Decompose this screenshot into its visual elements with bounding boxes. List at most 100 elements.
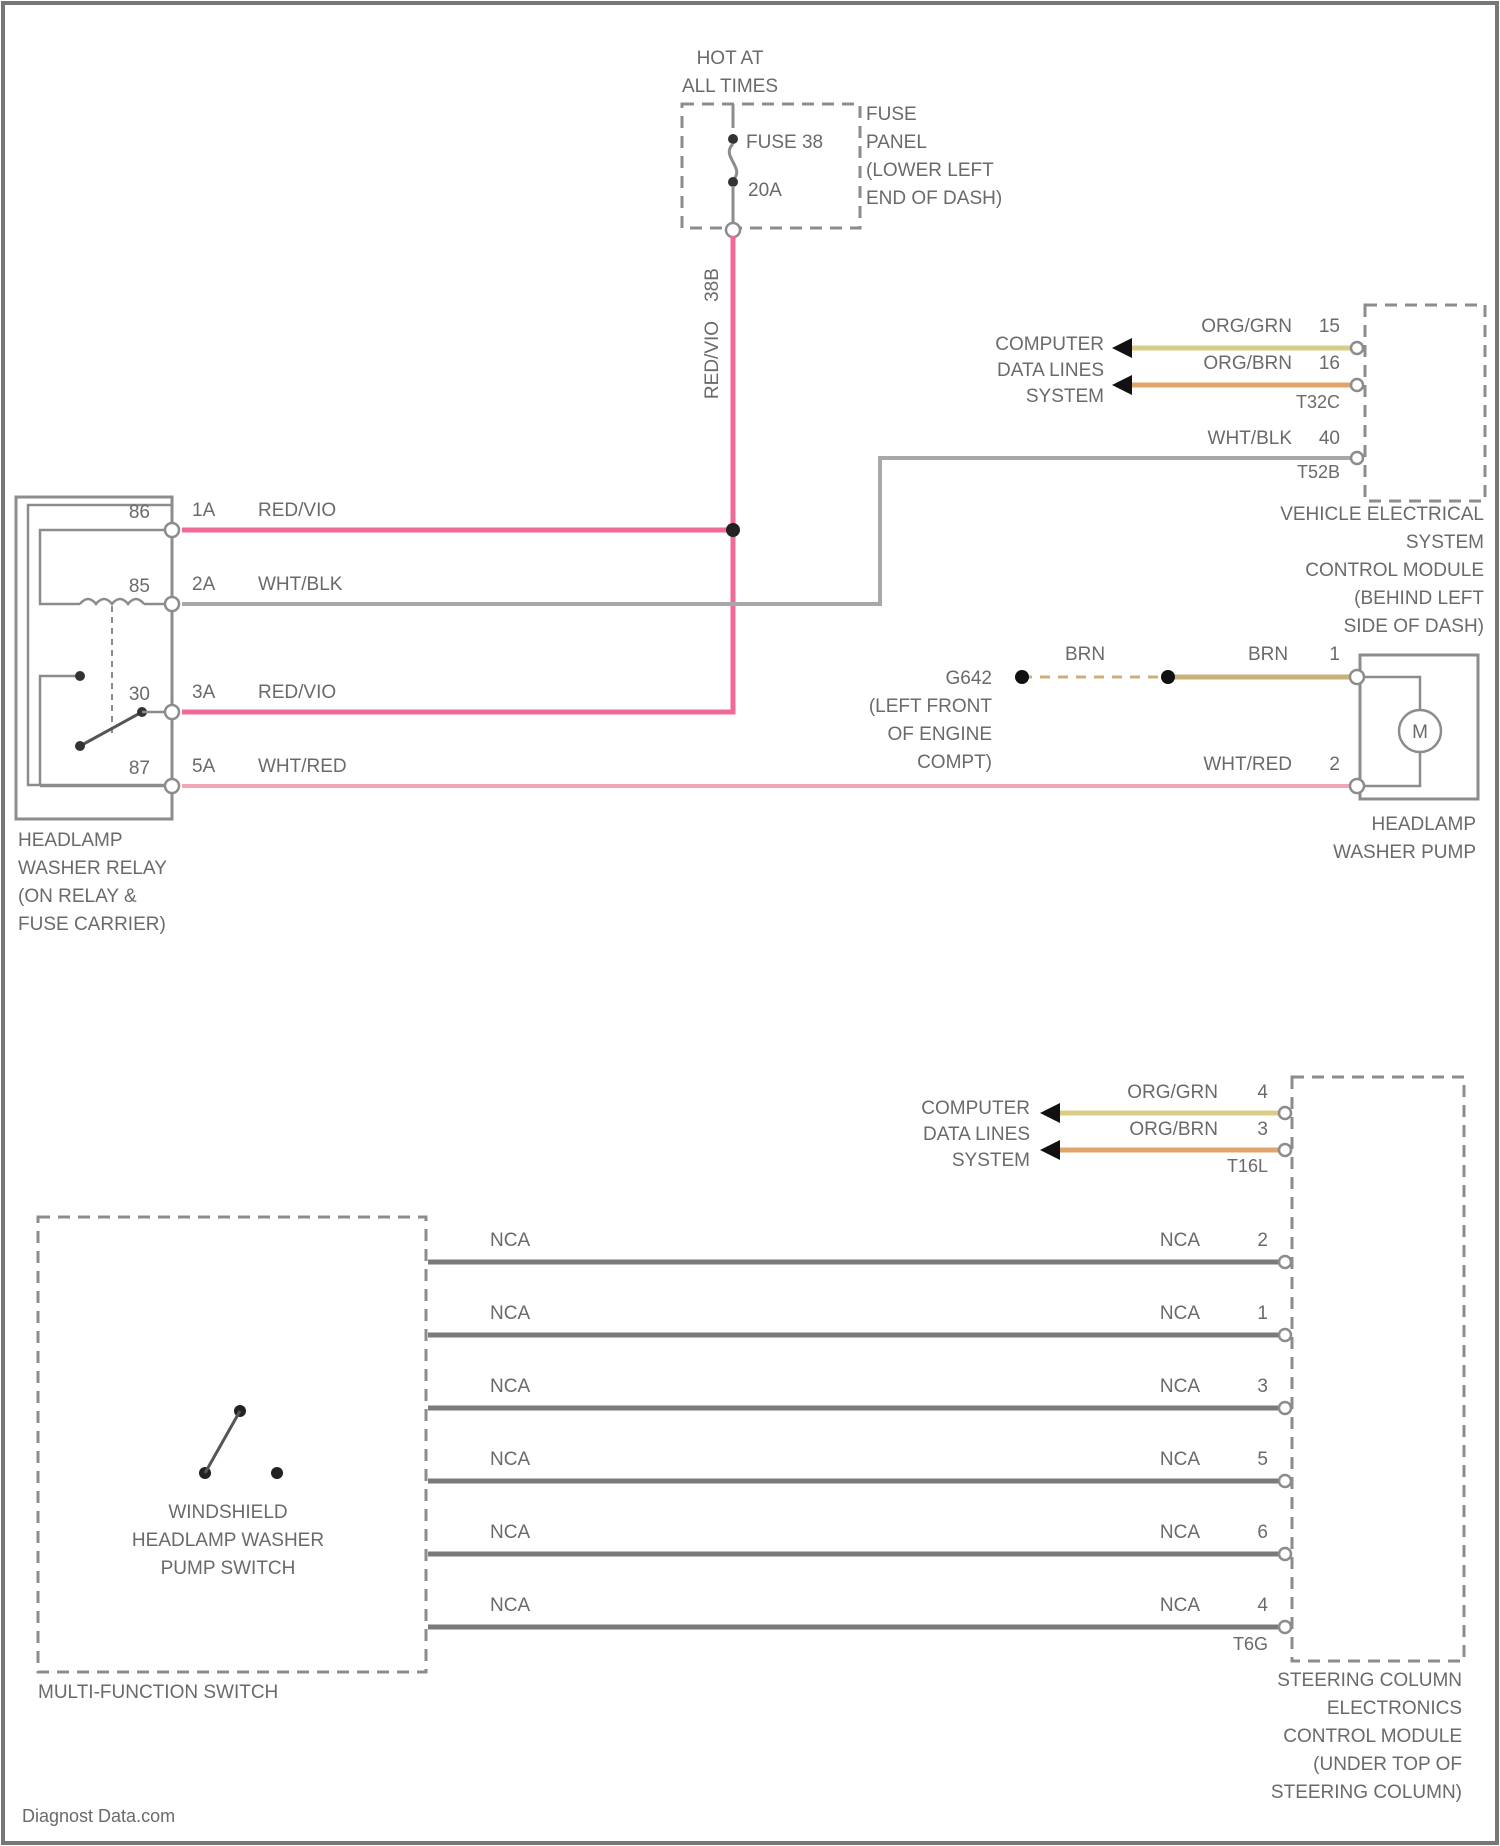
wire-color-label: NCA bbox=[490, 1595, 530, 1616]
wire-color-label: NCA bbox=[490, 1376, 530, 1397]
pump-label-1: HEADLAMP bbox=[1371, 814, 1476, 835]
relay-label-1: HEADLAMP bbox=[18, 830, 123, 851]
wire-pin-label: 5 bbox=[1257, 1449, 1268, 1470]
wire-color-label: WHT/RED bbox=[258, 756, 347, 777]
fuse-panel-label-4: END OF DASH) bbox=[866, 188, 1002, 209]
splice-dot bbox=[1161, 670, 1175, 684]
wire-color-label: BRN bbox=[1248, 644, 1288, 665]
wire-pin-label: 3 bbox=[1257, 1119, 1268, 1140]
fuse-pin-label: 38B bbox=[702, 268, 723, 302]
relay-pin-87: 87 bbox=[129, 758, 150, 779]
relay-inner-box bbox=[28, 505, 172, 785]
nca-wire-row: NCA NCA 6 bbox=[428, 1522, 1291, 1560]
data-lines-label-2: DATA LINES bbox=[923, 1124, 1030, 1145]
headlamp-washer-relay: 86 85 30 87 1A RED/VIO 2A WHT/BLK 3A RED… bbox=[16, 497, 347, 935]
wire-pin-label: 4 bbox=[1257, 1595, 1268, 1616]
wire-color-label: WHT/BLK bbox=[258, 574, 343, 595]
nca-wire-row: NCA NCA 4 bbox=[428, 1595, 1291, 1633]
wire-pin-label: 5A bbox=[192, 756, 216, 777]
vecm-label-5: SIDE OF DASH) bbox=[1344, 616, 1484, 637]
arrow-icon bbox=[1112, 338, 1132, 358]
arrow-icon bbox=[1040, 1103, 1060, 1123]
wire-pin-label: 2A bbox=[192, 574, 216, 595]
vecm-label-3: CONTROL MODULE bbox=[1305, 560, 1484, 581]
sccm-label-1: STEERING COLUMN bbox=[1277, 1670, 1462, 1691]
nca-wire-row: NCA NCA 5 bbox=[428, 1449, 1291, 1487]
fuse-rating: 20A bbox=[748, 180, 782, 201]
wire-color-label: RED/VIO bbox=[258, 682, 336, 703]
arrow-icon bbox=[1112, 375, 1132, 395]
wire-color-label: NCA bbox=[1160, 1303, 1200, 1324]
sccm-box bbox=[1292, 1077, 1464, 1661]
pump-pin-1: 1 bbox=[1329, 644, 1340, 665]
relay-pin-30: 30 bbox=[129, 684, 150, 705]
wire-color-label: WHT/BLK bbox=[1208, 428, 1293, 449]
data-lines-label-1: COMPUTER bbox=[995, 334, 1104, 355]
connector-label: T6G bbox=[1233, 1634, 1268, 1654]
sccm-label-3: CONTROL MODULE bbox=[1283, 1726, 1462, 1747]
wire-pin-label: 3A bbox=[192, 682, 216, 703]
relay-wires bbox=[182, 236, 1357, 786]
vehicle-electrical-system-control-module: COMPUTER DATA LINES SYSTEM ORG/GRN 15 OR… bbox=[995, 305, 1485, 637]
sccm-label-2: ELECTRONICS bbox=[1327, 1698, 1462, 1719]
connector-label: T16L bbox=[1227, 1156, 1268, 1176]
wire-pin-label: 16 bbox=[1319, 353, 1340, 374]
ground-label-1: G642 bbox=[946, 668, 992, 689]
relay-pin-86: 86 bbox=[129, 502, 150, 523]
fuse-panel-label-2: PANEL bbox=[866, 132, 927, 153]
wire-color-label: ORG/BRN bbox=[1203, 353, 1292, 374]
pump-pin-2: 2 bbox=[1329, 754, 1340, 775]
relay-label-3: (ON RELAY & bbox=[18, 886, 137, 907]
relay-label-2: WASHER RELAY bbox=[18, 858, 167, 879]
hot-label-1: HOT AT bbox=[697, 48, 764, 69]
wire-pin-label: 3 bbox=[1257, 1376, 1268, 1397]
wire-color-label: NCA bbox=[490, 1449, 530, 1470]
mfs-label: MULTI-FUNCTION SWITCH bbox=[38, 1682, 278, 1703]
ground-label-2: (LEFT FRONT bbox=[869, 696, 993, 717]
fuse-terminal bbox=[726, 223, 740, 237]
wire-color-label: NCA bbox=[490, 1230, 530, 1251]
data-lines-label-2: DATA LINES bbox=[997, 360, 1104, 381]
fuse-panel-label-1: FUSE bbox=[866, 104, 917, 125]
hot-label-2: ALL TIMES bbox=[682, 76, 778, 97]
fuse-element bbox=[729, 144, 737, 180]
relay-pin-85: 85 bbox=[129, 576, 150, 597]
wire-pin-label: 1 bbox=[1257, 1303, 1268, 1324]
vecm-label-1: VEHICLE ELECTRICAL bbox=[1280, 504, 1484, 525]
ground-label-4: COMPT) bbox=[917, 752, 992, 773]
splice-dot bbox=[726, 523, 740, 537]
ground-dot bbox=[1015, 670, 1029, 684]
watermark: Diagnost Data.com bbox=[22, 1806, 175, 1826]
switch-label-2: HEADLAMP WASHER bbox=[132, 1530, 324, 1551]
wire-color-label: WHT/RED bbox=[1203, 754, 1292, 775]
wire-color-label: BRN bbox=[1065, 644, 1105, 665]
headlamp-washer-pump: G642 (LEFT FRONT OF ENGINE COMPT) BRN BR… bbox=[869, 644, 1478, 863]
wire-pin-label: 15 bbox=[1319, 316, 1340, 337]
relay-label-4: FUSE CARRIER) bbox=[18, 914, 166, 935]
wire-red-vio-main bbox=[182, 236, 733, 712]
wire-color-label: NCA bbox=[1160, 1376, 1200, 1397]
fuse-wire-label: RED/VIO bbox=[702, 321, 723, 399]
wire-pin-label: 6 bbox=[1257, 1522, 1268, 1543]
connector-label: T32C bbox=[1296, 392, 1340, 412]
multi-function-switch: WINDSHIELD HEADLAMP WASHER PUMP SWITCH M… bbox=[38, 1217, 426, 1703]
nca-wire-row: NCA NCA 1 bbox=[428, 1303, 1291, 1341]
nca-wire-row: NCA NCA 2 bbox=[428, 1230, 1291, 1268]
ground-label-3: OF ENGINE bbox=[887, 724, 992, 745]
wire-pin-label: 40 bbox=[1319, 428, 1340, 449]
sccm-label-5: STEERING COLUMN) bbox=[1271, 1782, 1462, 1803]
nca-wire-row: NCA NCA 3 bbox=[428, 1376, 1291, 1414]
arrow-icon bbox=[1040, 1140, 1060, 1160]
wire-color-label: NCA bbox=[490, 1303, 530, 1324]
vecm-box bbox=[1365, 305, 1485, 501]
wire-pin-label: 1A bbox=[192, 500, 216, 521]
pump-label-2: WASHER PUMP bbox=[1333, 842, 1476, 863]
wire-color-label: NCA bbox=[1160, 1595, 1200, 1616]
steering-column-control-module: COMPUTER DATA LINES SYSTEM ORG/GRN 4 ORG… bbox=[921, 1077, 1464, 1803]
data-lines-label-3: SYSTEM bbox=[1026, 386, 1104, 407]
switch-label-3: PUMP SWITCH bbox=[161, 1558, 296, 1579]
data-lines-label-3: SYSTEM bbox=[952, 1150, 1030, 1171]
wire-color-label: NCA bbox=[1160, 1230, 1200, 1251]
